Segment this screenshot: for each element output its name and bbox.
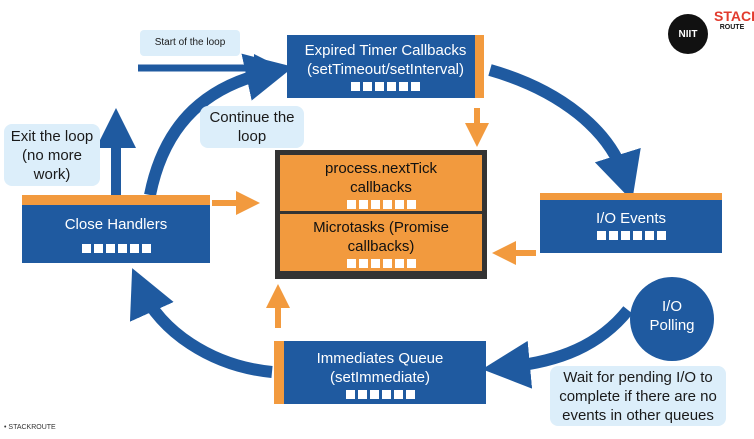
timers-queue-slots — [287, 82, 484, 91]
stackroute-logo: STACK ROUTE — [714, 8, 754, 31]
next-tick-box: process.nextTick callbacks — [280, 155, 482, 211]
close-handlers-box: Close Handlers — [22, 195, 210, 263]
close-handlers-title: Close Handlers — [64, 216, 168, 233]
microtasks-box: Microtasks (Promise callbacks) — [280, 214, 482, 271]
io-events-box: I/O Events — [540, 193, 722, 253]
immediates-queue-box: Immediates Queue (setImmediate) — [274, 341, 486, 404]
io-to-immediates-arrow — [482, 306, 633, 389]
niit-logo: NIIT — [668, 14, 708, 54]
continue-loop-note: Continue the loop — [200, 106, 304, 148]
io-polling-title: I/O Polling — [649, 298, 695, 334]
microtasks-title: Microtasks (Promise callbacks) — [313, 219, 449, 255]
exit-loop-note: Exit the loop (no more work) — [4, 124, 100, 186]
start-of-loop-note: Start of the loop — [140, 30, 240, 56]
io-events-title: I/O Events — [595, 210, 667, 227]
immediates-to-close-arrow — [129, 268, 273, 378]
timers-subtitle: (setTimeout/setInterval) — [307, 61, 464, 78]
expired-timer-callbacks-box: Expired Timer Callbacks (setTimeout/setI… — [287, 35, 484, 98]
timers-to-io-arrow — [488, 64, 641, 201]
microtask-queues-panel: process.nextTick callbacks Microtasks (P… — [275, 150, 487, 279]
footer-text: • STACKROUTE — [4, 424, 56, 431]
immediates-title: Immediates Queue — [316, 350, 444, 367]
wait-pending-io-note: Wait for pending I/O to complete if ther… — [550, 366, 726, 426]
next-tick-title: process.nextTick callbacks — [325, 160, 437, 196]
immediates-subtitle: (setImmediate) — [329, 369, 431, 386]
close-to-timers-arrow — [144, 53, 294, 197]
io-polling-circle: I/O Polling — [630, 277, 714, 361]
timers-title: Expired Timer Callbacks — [304, 42, 467, 59]
